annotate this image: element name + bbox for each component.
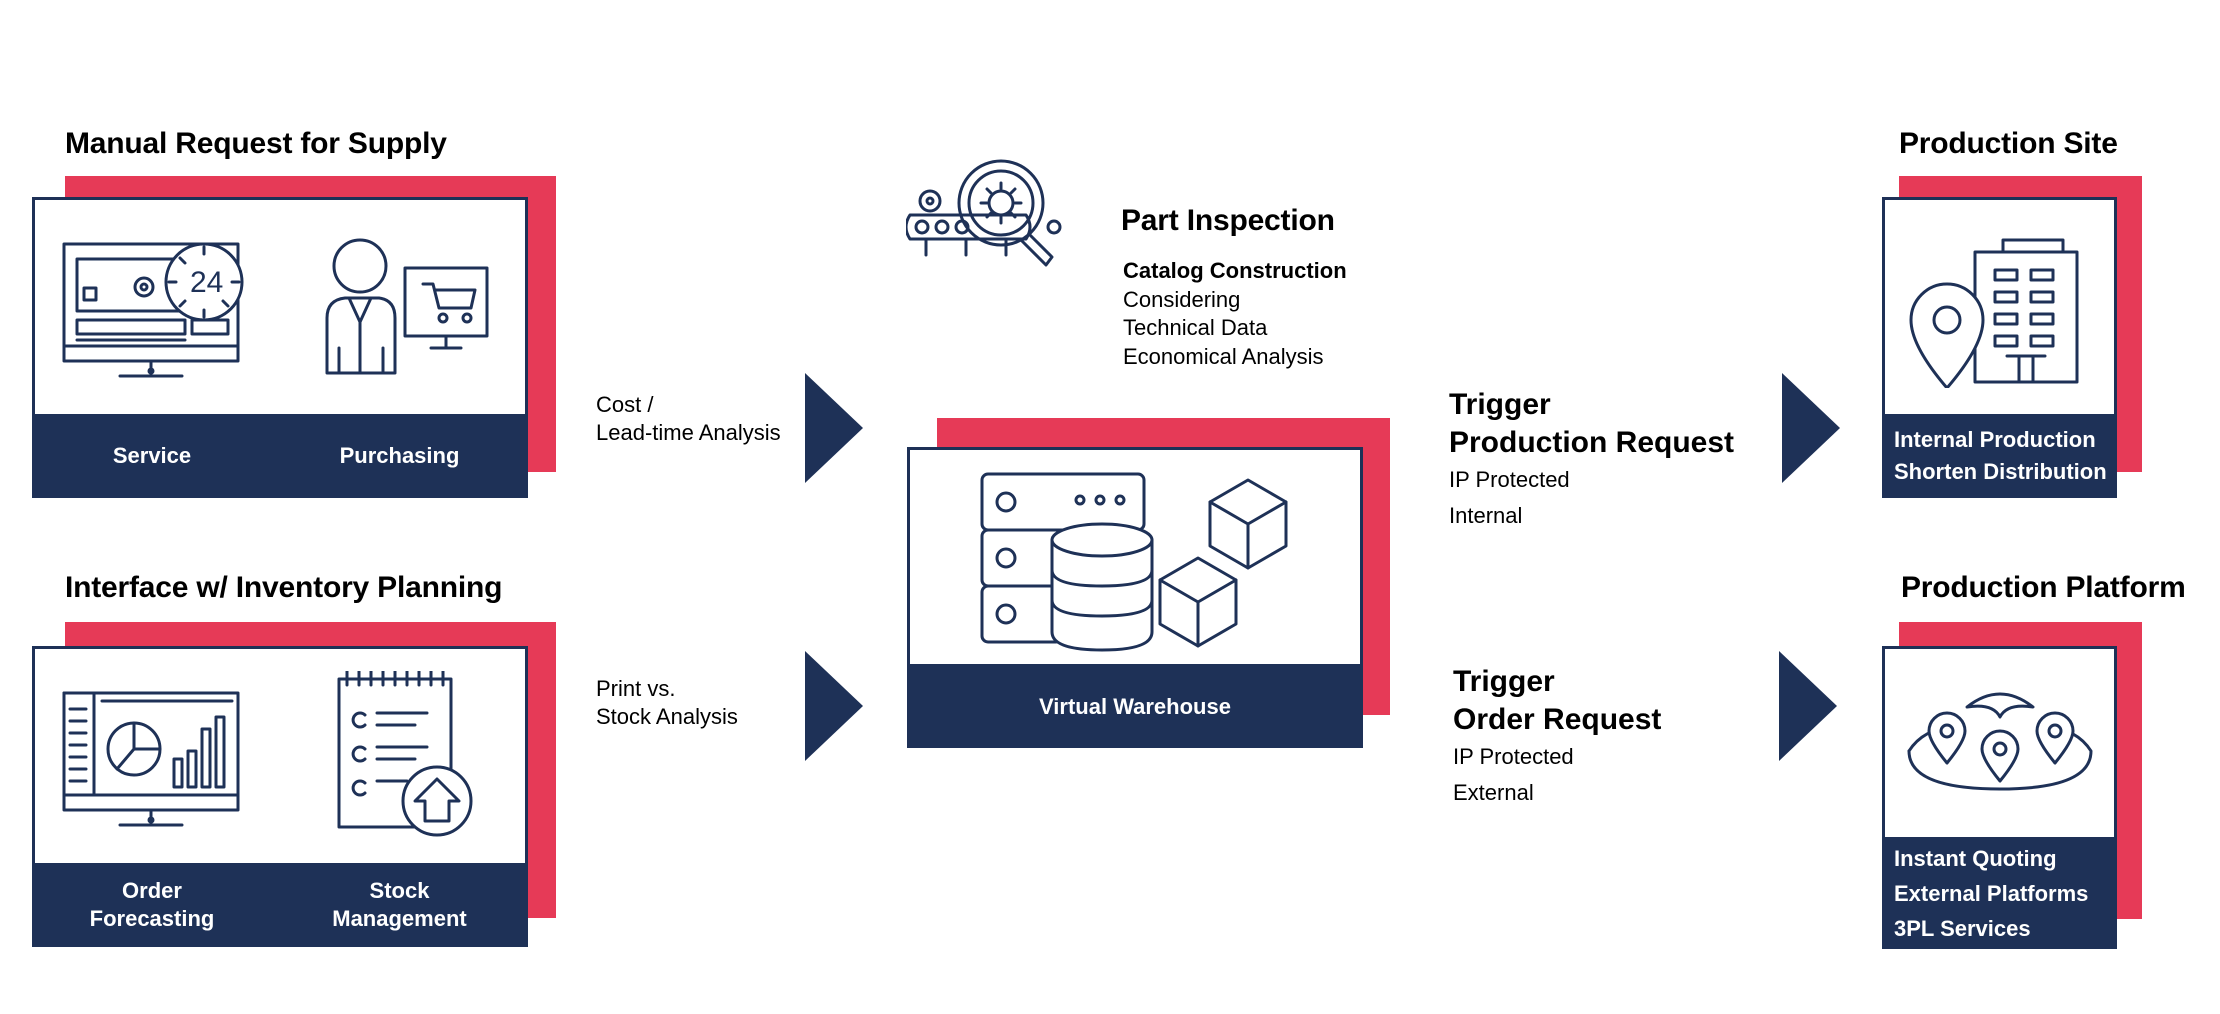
manual-request-band: Service Purchasing <box>32 416 528 498</box>
inventory-planning-band: Order Forecasting Stock Management <box>32 865 528 947</box>
list-item: Technical Data <box>1123 315 1268 340</box>
production-platform-title: Production Platform <box>1901 571 2186 604</box>
stock-management-label: Stock Management <box>332 878 467 931</box>
trigger-order-title-2: Order Request <box>1453 703 1662 736</box>
part-inspection-list: Catalog Construction Considering Technic… <box>1123 257 1347 371</box>
inventory-planning-title: Interface w/ Inventory Planning <box>65 571 503 604</box>
trigger-production-title-1: Trigger <box>1449 388 1551 421</box>
list-item: Instant Quoting <box>1894 846 2057 871</box>
arrow-right-icon <box>1782 373 1840 483</box>
trigger-order-block: Trigger Order Request IP Protected Exter… <box>1453 663 1661 810</box>
list-item: Internal Production <box>1894 427 2096 452</box>
list-item: External Platforms <box>1894 881 2089 906</box>
buyer-with-cart-screen-icon <box>325 238 495 378</box>
monitor-dashboard-chart-icon <box>62 691 252 831</box>
list-item: IP Protected <box>1449 467 1570 492</box>
building-location-pin-icon <box>1909 238 2099 388</box>
trigger-production-title-2: Production Request <box>1449 426 1735 459</box>
database-server-cubes-icon <box>980 472 1310 662</box>
purchasing-label: Purchasing <box>339 443 460 468</box>
arrow-right-icon <box>1779 651 1837 761</box>
order-forecasting-label: Order Forecasting <box>89 878 215 931</box>
list-item: Shorten Distribution <box>1894 459 2107 484</box>
trigger-production-block: Trigger Production Request IP Protected … <box>1449 386 1734 533</box>
virtual-warehouse-card: Virtual Warehouse <box>907 447 1363 748</box>
list-item: Internal <box>1449 502 1523 528</box>
list-item: 3PL Services <box>1894 916 2031 941</box>
production-site-card: Internal Production Shorten Distribution <box>1882 197 2117 498</box>
virtual-warehouse-band: Virtual Warehouse <box>907 666 1363 748</box>
arrow-right-icon <box>805 651 863 761</box>
list-item: Catalog Construction <box>1123 258 1347 283</box>
list-item: Economical Analysis <box>1123 343 1324 369</box>
monitor-24h-clock-icon: 24 <box>62 242 252 382</box>
clock-24-text: 24 <box>190 266 224 299</box>
production-platform-card: Instant Quoting External Platforms 3PL S… <box>1882 646 2117 949</box>
manual-request-title: Manual Request for Supply <box>65 127 447 160</box>
manual-request-card: 24 Service Purchasing <box>32 197 528 498</box>
cost-leadtime-label: Cost / Lead-time Analysis <box>596 392 781 445</box>
production-platform-band: Instant Quoting External Platforms 3PL S… <box>1882 839 2117 949</box>
list-item: External <box>1453 779 1534 805</box>
conveyor-inspection-magnifier-icon <box>906 155 1076 275</box>
arrow-right-icon <box>805 373 863 483</box>
inventory-planning-card: Order Forecasting Stock Management <box>32 646 528 947</box>
list-item: IP Protected <box>1453 744 1574 769</box>
trigger-order-title-1: Trigger <box>1453 665 1555 698</box>
production-site-title: Production Site <box>1899 127 2118 160</box>
print-vs-stock-label: Print vs. Stock Analysis <box>596 676 738 729</box>
part-inspection-title: Part Inspection <box>1121 204 1335 237</box>
map-multiple-pins-icon <box>1907 689 2097 799</box>
checklist-upload-icon <box>337 671 487 841</box>
production-site-band: Internal Production Shorten Distribution <box>1882 416 2117 498</box>
list-item: Considering <box>1123 286 1241 312</box>
virtual-warehouse-label: Virtual Warehouse <box>1039 694 1231 719</box>
service-label: Service <box>112 443 192 468</box>
